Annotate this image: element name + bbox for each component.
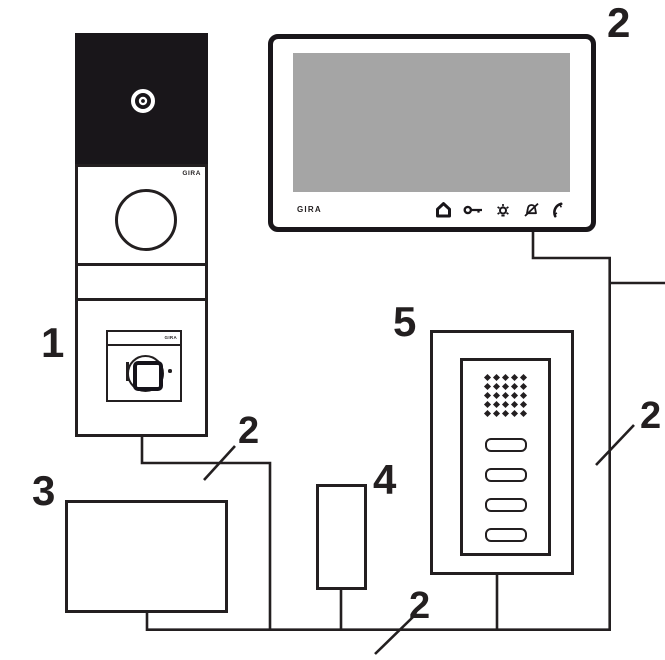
grille-dot	[510, 382, 519, 391]
grille-dot	[510, 373, 519, 382]
fingerprint-module-header: GIRA	[108, 332, 180, 346]
grille-dot	[519, 409, 528, 418]
call-button	[484, 498, 527, 512]
grille-dot	[510, 391, 519, 400]
function-bar: GIRA	[273, 192, 591, 227]
label-bus-bottom: 2	[409, 585, 431, 627]
switch-device	[316, 484, 367, 590]
grille-dot	[492, 382, 501, 391]
gira-logo-small: GIRA	[164, 334, 177, 340]
fingerprint-section: GIRA	[75, 298, 208, 437]
grille-dot	[519, 391, 528, 400]
camera-module	[75, 33, 208, 164]
fingerprint-sensor-ring	[127, 355, 164, 392]
grille-dot	[501, 400, 510, 409]
call-button	[484, 468, 527, 482]
display-screen	[293, 53, 570, 192]
label-control-device: 3	[32, 467, 56, 514]
call-buttons	[463, 438, 548, 542]
camera-lens-icon	[131, 89, 155, 113]
grille-dot	[501, 382, 510, 391]
fingerprint-module: GIRA	[106, 330, 182, 402]
grille-dot	[492, 409, 501, 418]
grille-dot	[510, 400, 519, 409]
grille-dot	[492, 400, 501, 409]
light-icon	[497, 203, 509, 216]
bus-slash-door	[203, 445, 236, 481]
handset-icon	[553, 202, 563, 217]
label-bus-right: 2	[640, 395, 662, 437]
speaker-grille	[463, 373, 548, 418]
label-audio-home-station: 5	[393, 298, 417, 345]
grille-dot	[492, 373, 501, 382]
speaker-section: GIRA	[75, 164, 208, 266]
gira-logo: GIRA	[182, 170, 201, 177]
call-button	[484, 438, 527, 452]
grille-dot	[483, 400, 492, 409]
grille-dot	[519, 400, 528, 409]
audio-home-station	[430, 330, 574, 575]
label-switch: 4	[373, 456, 397, 503]
bus-wire	[145, 613, 611, 631]
label-door-station: 1	[41, 319, 65, 366]
grille-dot	[519, 373, 528, 382]
door-opener-key-icon	[463, 205, 482, 214]
bus-slash-right	[595, 424, 635, 466]
grille-dot	[492, 391, 501, 400]
video-home-station: GIRA	[268, 34, 596, 232]
control-device	[65, 500, 228, 613]
label-bus-door: 2	[238, 410, 260, 452]
fingerprint-sensor	[132, 360, 163, 391]
grille-dot	[519, 382, 528, 391]
call-button-band	[75, 263, 208, 301]
grille-dot	[483, 391, 492, 400]
label-video-home-station: 2	[607, 0, 631, 46]
door-station: GIRA GIRA	[75, 33, 208, 437]
call-button	[484, 528, 527, 542]
audio-station-faceplate	[460, 358, 551, 556]
mute-bell-icon	[524, 202, 539, 217]
status-led	[168, 369, 172, 373]
grille-dot	[501, 409, 510, 418]
function-icons	[434, 201, 569, 219]
grille-dot	[501, 373, 510, 382]
speaker-circle	[115, 189, 177, 251]
gira-logo: GIRA	[297, 205, 322, 214]
grille-dot	[483, 382, 492, 391]
grille-dot	[501, 391, 510, 400]
home-icon	[436, 201, 451, 217]
grille-dot	[510, 409, 519, 418]
grille-dot	[483, 409, 492, 418]
grille-dot	[483, 373, 492, 382]
